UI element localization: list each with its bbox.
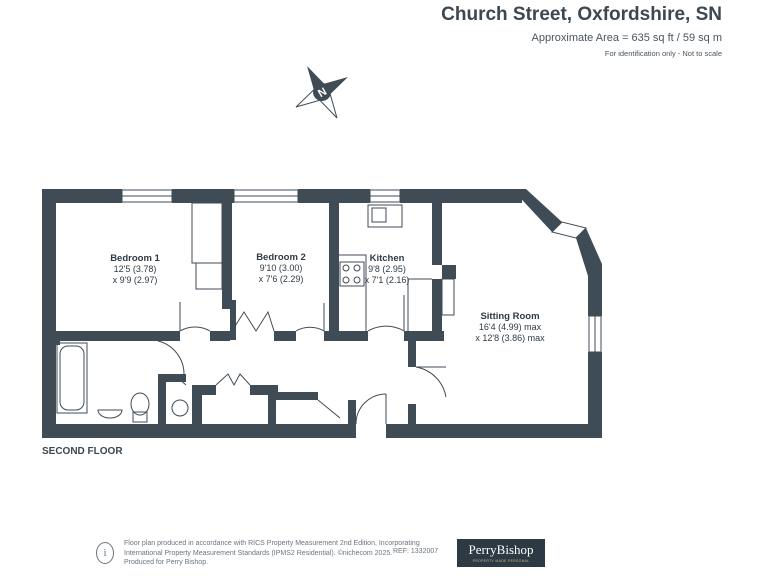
room-kitchen: Kitchen 9'8 (2.95) x 7'1 (2.16) bbox=[365, 253, 410, 285]
room-dimension: 12'5 (3.78) bbox=[114, 264, 157, 274]
room-dimension: x 9'9 (2.97) bbox=[113, 275, 158, 285]
footer-reference: REF: 1332007 bbox=[393, 548, 439, 555]
room-dimension: x 7'6 (2.29) bbox=[259, 274, 304, 284]
room-name: Bedroom 1 bbox=[110, 253, 160, 264]
fixtures bbox=[56, 202, 455, 423]
logo-tagline: PROPERTY MADE PERSONAL bbox=[472, 559, 530, 563]
room-dimension: 9'10 (3.00) bbox=[260, 263, 303, 273]
doors bbox=[157, 295, 447, 425]
walls bbox=[42, 189, 602, 438]
compass-icon: N bbox=[295, 66, 348, 119]
info-icon: i bbox=[96, 542, 114, 564]
room-name: Sitting Room bbox=[480, 311, 539, 322]
room-dimension: x 12'8 (3.86) max bbox=[475, 333, 545, 343]
approximate-area: Approximate Area = 635 sq ft / 59 sq m bbox=[531, 32, 722, 44]
room-bedroom-2: Bedroom 2 9'10 (3.00) x 7'6 (2.29) bbox=[256, 252, 306, 284]
logo-name: PerryBishop bbox=[468, 542, 534, 557]
floor-label: SECOND FLOOR bbox=[42, 446, 123, 457]
perry-bishop-logo: PerryBishop PROPERTY MADE PERSONAL bbox=[457, 539, 545, 567]
room-sitting-room: Sitting Room 16'4 (4.99) max x 12'8 (3.8… bbox=[475, 311, 545, 343]
room-name: Kitchen bbox=[370, 253, 405, 264]
windows bbox=[121, 189, 602, 353]
room-bedroom-1: Bedroom 1 12'5 (3.78) x 9'9 (2.97) bbox=[110, 253, 160, 285]
plan-title: Church Street, Oxfordshire, SN bbox=[441, 4, 722, 25]
room-name: Bedroom 2 bbox=[256, 252, 306, 263]
footer-disclaimer: Floor plan produced in accordance with R… bbox=[124, 540, 420, 566]
room-dimension: x 7'1 (2.16) bbox=[365, 275, 410, 285]
scale-note: For identification only - Not to scale bbox=[604, 49, 722, 58]
room-dimension: 9'8 (2.95) bbox=[368, 264, 406, 274]
room-dimension: 16'4 (4.99) max bbox=[479, 322, 542, 332]
